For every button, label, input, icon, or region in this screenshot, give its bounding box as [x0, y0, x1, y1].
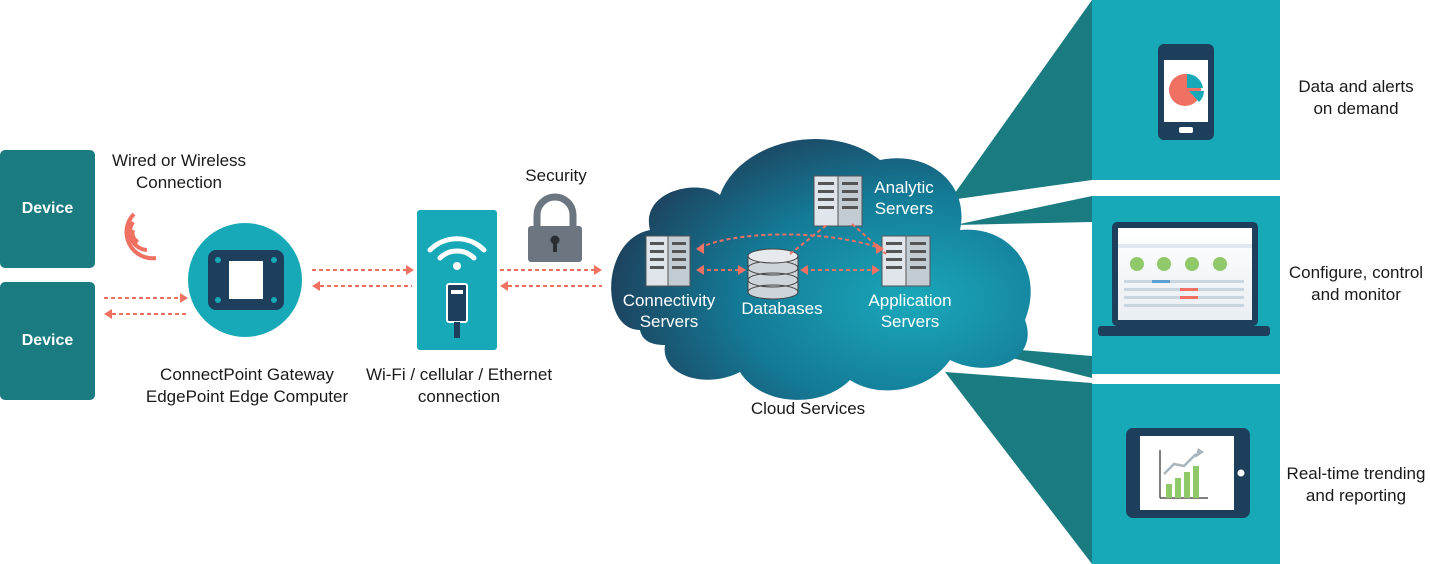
- wifi-icon: [427, 236, 487, 270]
- data-flow-arrowheads: [104, 265, 602, 319]
- device-box-1: Device: [0, 150, 95, 268]
- database-icon: [747, 248, 799, 300]
- wireless-connection-label: Wired or Wireless Connection: [111, 151, 247, 192]
- output-label-configure: Configure, control and monitor: [1288, 263, 1424, 304]
- analytic-servers-label: Analytic Servers: [874, 178, 934, 218]
- fan-connectors: [945, 0, 1092, 564]
- network-connection-label: Wi-Fi / cellular / Ethernet connection: [365, 365, 553, 406]
- cloud-services-label: Cloud Services: [750, 399, 866, 418]
- connectivity-server-icon: [645, 235, 691, 287]
- connectivity-servers-label: Connectivity Servers: [622, 291, 716, 331]
- application-servers-label: Application Servers: [868, 291, 952, 331]
- cloud-data-flow-arrows: [699, 223, 887, 271]
- cloud-arrowheads: [696, 243, 884, 275]
- tablet-bar-chart-icon: [1126, 428, 1250, 518]
- data-flow-arrows: [104, 269, 602, 315]
- device-box-2: Device: [0, 282, 95, 400]
- device-label: Device: [21, 332, 74, 349]
- gateway-label: ConnectPoint Gateway EdgePoint Edge Comp…: [145, 365, 349, 406]
- ethernet-cable-icon: [446, 283, 468, 338]
- databases-label: Databases: [741, 299, 823, 318]
- smartphone-pie-chart-icon: [1158, 44, 1214, 140]
- security-label: Security: [525, 166, 587, 185]
- gateway-device-icon: [188, 223, 302, 337]
- device-label: Device: [21, 200, 74, 217]
- output-label-data-alerts: Data and alerts on demand: [1298, 77, 1414, 118]
- wireless-signal-icon: [124, 212, 157, 261]
- laptop-dashboard-icon: [1098, 222, 1270, 336]
- padlock-icon: [528, 193, 582, 262]
- output-label-trending: Real-time trending and reporting: [1286, 464, 1426, 505]
- application-server-icon: [881, 235, 931, 287]
- analytic-server-icon: [813, 175, 863, 227]
